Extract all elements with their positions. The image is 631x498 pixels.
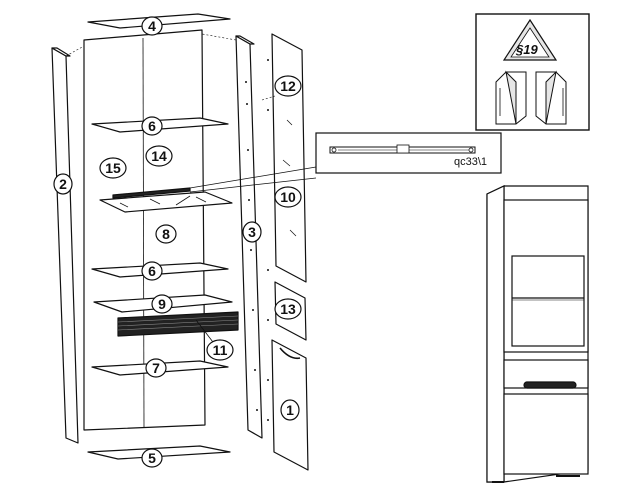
part-label-11: 11 xyxy=(213,342,228,358)
part-label-6-upper: 6 xyxy=(148,118,156,134)
part-label-7: 7 xyxy=(152,360,160,376)
measure-arrows xyxy=(499,88,564,116)
led-strip xyxy=(112,187,191,199)
strip-detail xyxy=(329,144,476,154)
warning-inset xyxy=(475,13,590,131)
glass-shelf xyxy=(99,191,233,213)
assembled-cabinet xyxy=(486,185,589,483)
part-label-15: 15 xyxy=(105,160,121,176)
part-label-6-lower: 6 xyxy=(148,263,156,279)
upper-glass-door xyxy=(271,33,307,283)
left-side-panel xyxy=(51,47,79,444)
part-label-8: 8 xyxy=(162,226,170,242)
part-label-14: 14 xyxy=(151,148,167,164)
part-label-12: 12 xyxy=(280,78,296,94)
assembly-guides xyxy=(65,33,276,101)
part-label-5: 5 xyxy=(148,450,156,466)
pin-holes xyxy=(245,59,269,421)
part-label-3: 3 xyxy=(248,224,256,240)
part-label-10: 10 xyxy=(280,189,296,205)
part-bubbles xyxy=(53,16,302,468)
drawer-front-panel xyxy=(117,311,239,337)
part-label-1: 1 xyxy=(286,402,294,418)
part-label-9: 9 xyxy=(158,296,166,312)
bracket-icon xyxy=(495,70,567,125)
detail-code-label: qc33\1 xyxy=(454,156,487,168)
warning-label: §19 xyxy=(515,42,538,57)
part-label-13: 13 xyxy=(280,301,296,317)
detail-callout xyxy=(189,132,502,193)
part-label-2: 2 xyxy=(59,176,67,192)
part-label-4: 4 xyxy=(148,18,156,34)
